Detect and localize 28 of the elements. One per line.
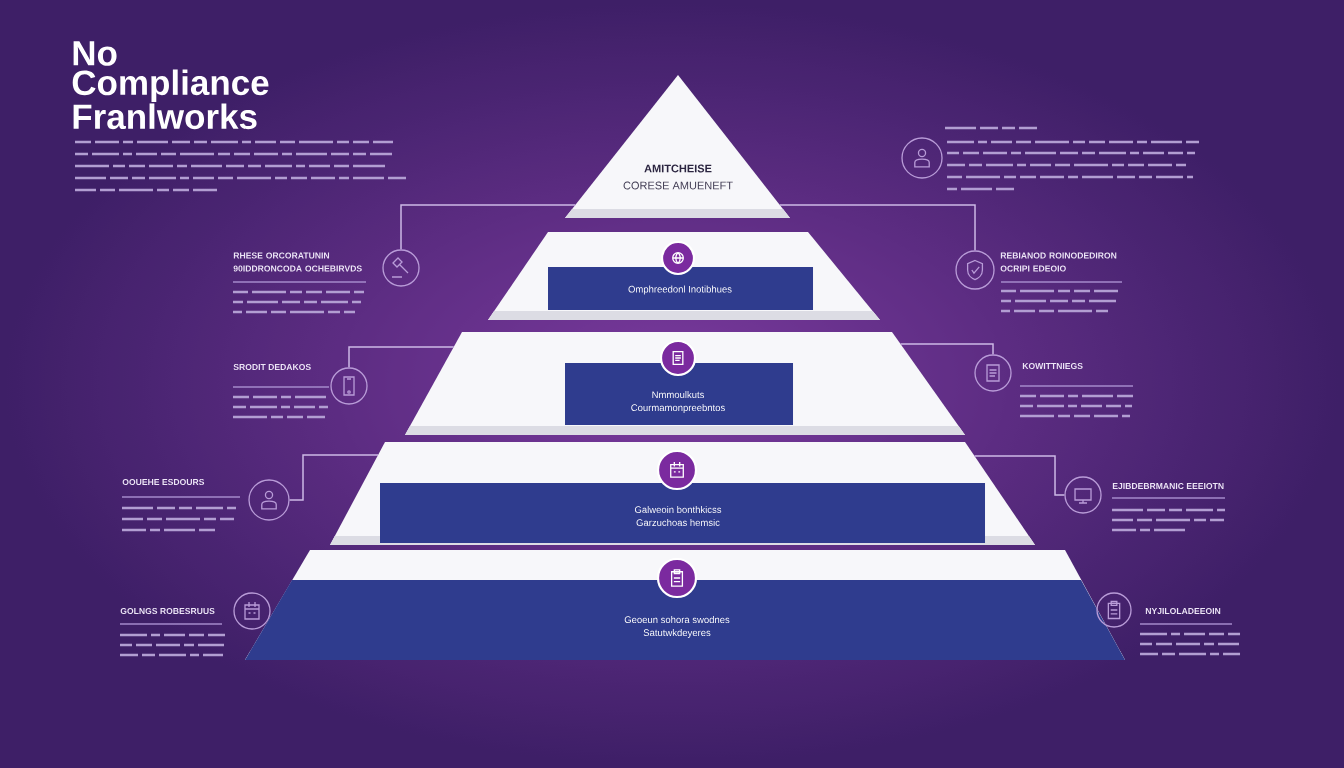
clipboard-icon (1096, 592, 1132, 628)
pyramid-tier: Omphreedonl Inotibhues (488, 232, 880, 320)
callout-heading: REBIANOD ROINODEDIRON OCRIPI EDEOIO (1000, 252, 1117, 272)
pyramid-apex: AMITCHEISE CORESE AMUENEFT (565, 75, 790, 218)
callout-heading: RHESE ORCORATUNIN 90IDDRONCODA OCHEBIRVDS (233, 252, 362, 272)
connector-line (288, 454, 379, 501)
person-icon (901, 137, 943, 179)
callout-heading: GOLNGS ROBESRUUS (120, 607, 215, 615)
callout-heading: OOUEHE ESDOURS (122, 478, 205, 486)
connector-line (348, 346, 455, 369)
connector-line (779, 204, 976, 252)
monitor-icon (1064, 476, 1102, 514)
callout-heading: SRODIT DEDAKOS (233, 363, 311, 371)
phone-icon (330, 367, 368, 405)
connector-line (899, 343, 994, 356)
pyramid-tier: Nmmoulkuts Courmamonpreebntos (405, 332, 965, 435)
title: No Compliance Franlworks (72, 41, 269, 130)
calendar-icon (233, 592, 271, 630)
callout-heading: EJIBDEBRMANIC EEEIOTN (1112, 482, 1224, 490)
document-icon (974, 354, 1012, 392)
connector-line (973, 455, 1066, 496)
shield-icon (955, 250, 995, 290)
person-icon (248, 479, 290, 521)
connector-line (400, 204, 577, 251)
callout-heading: NYJILOLADEEOIN (1145, 607, 1221, 615)
gavel-icon (382, 249, 420, 287)
callout-heading: KOWITTNIEGS (1022, 362, 1083, 370)
pyramid-tier: Geoeun sohora swodnes Satutwkdeyeres (245, 550, 1125, 660)
